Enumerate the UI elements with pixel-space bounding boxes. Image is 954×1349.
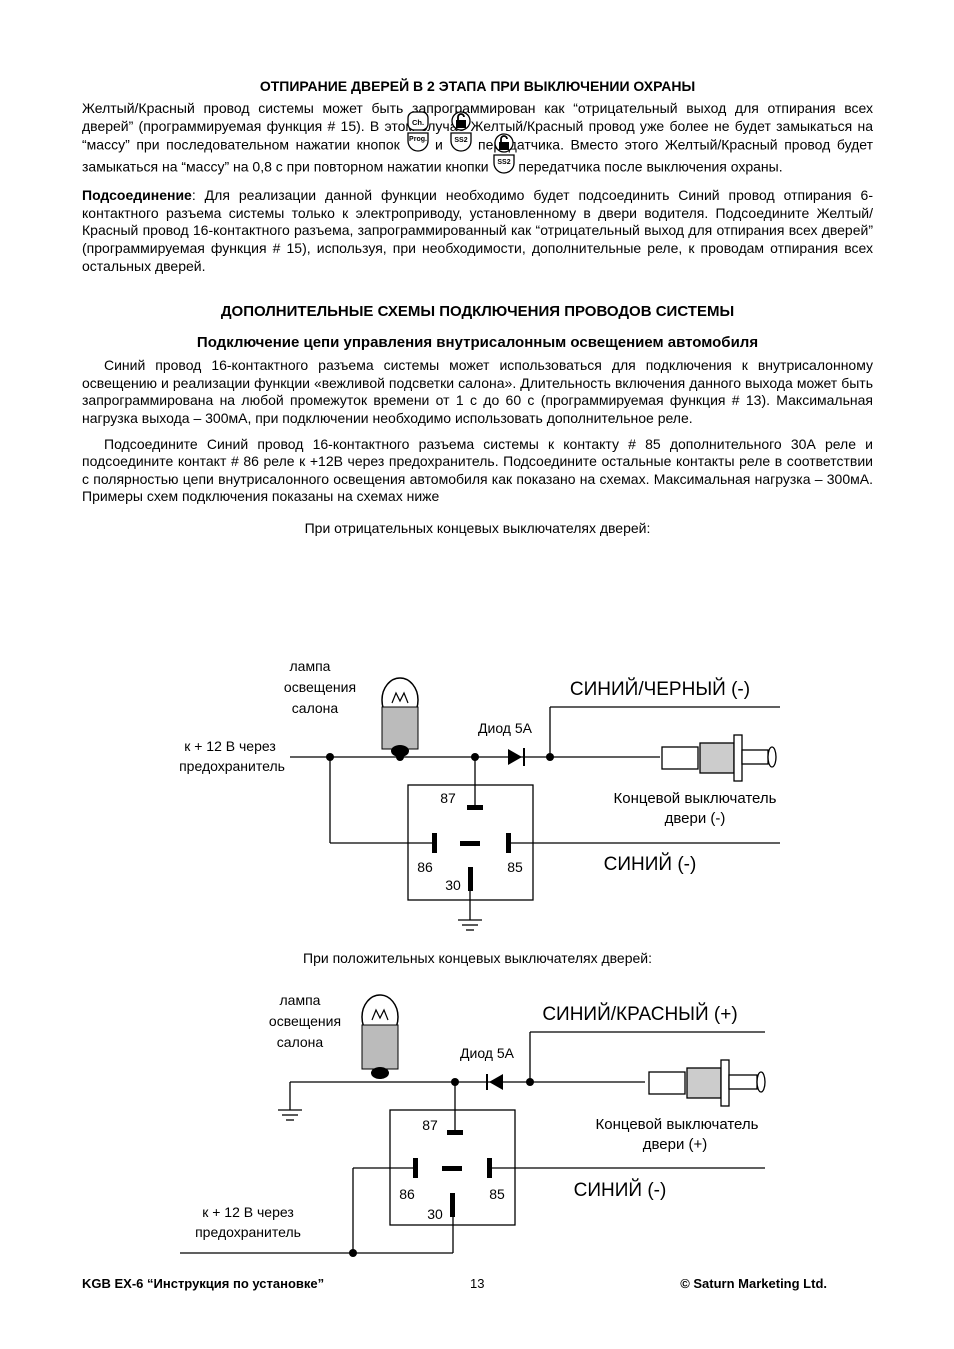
- text-fragment: передатчика. Вместо этого Желтый/Красный…: [82, 136, 874, 175]
- lamp-icon: [361, 994, 399, 1079]
- pin-30: 30: [427, 1206, 443, 1222]
- ch-label: Ch.: [412, 118, 424, 127]
- footer-copyright: © Saturn Marketing Ltd.: [680, 1276, 827, 1291]
- ch-prog-button-icon: Ch. Prog.: [407, 111, 430, 157]
- positive-switch-diagram: лампа освещения салона Диод 5А СИНИЙ/КРА…: [180, 992, 766, 1257]
- diagram1-caption: При отрицательных концевых выключателях …: [304, 519, 651, 536]
- pin-85: 85: [507, 859, 523, 875]
- lamp-label-2: освещения: [269, 1013, 341, 1029]
- connection-label: Подсоединение: [82, 187, 192, 204]
- pin-30: 30: [445, 877, 461, 893]
- section-title-two-stage-unlock: ОТПИРАНИЕ ДВЕРЕЙ В 2 ЭТАПА ПРИ ВЫКЛЮЧЕНИ…: [259, 78, 696, 94]
- text-fragment: Желтый/Красный провод системы может быть…: [82, 100, 873, 153]
- door-switch-icon: [648, 1059, 766, 1107]
- power-label-2: предохранитель: [195, 1224, 301, 1240]
- door-switch-icon: [661, 734, 777, 782]
- power-label-1: к + 12 В через: [184, 738, 276, 754]
- diode-icon: [486, 1074, 503, 1090]
- lamp-label-3: салона: [277, 1034, 324, 1050]
- switch-label-1: Концевой выключатель: [614, 790, 777, 807]
- lamp-icon: [381, 677, 419, 757]
- power-label-2: предохранитель: [179, 758, 285, 774]
- ss2-label: SS2: [455, 137, 468, 144]
- lamp-label-3: салона: [292, 700, 339, 716]
- negative-switch-diagram: лампа освещения салона к + 12 В через пр…: [179, 658, 780, 931]
- ground-icon: [278, 1109, 302, 1121]
- paragraph-relay-connection: Подсоедините Синий провод 16-контактного…: [82, 435, 873, 505]
- ss2-label: SS2: [498, 159, 511, 166]
- section-title-additional-schemes: ДОПОЛНИТЕЛЬНЫЕ СХЕМЫ ПОДКЛЮЧЕНИЯ ПРОВОДО…: [220, 303, 735, 321]
- switch-label-1: Концевой выключатель: [596, 1116, 759, 1133]
- lamp-label-1: лампа: [290, 658, 331, 674]
- lock-ss2-button-icon: SS2: [450, 111, 473, 157]
- lamp-label-2: освещения: [284, 679, 356, 695]
- footer-page-number: 13: [470, 1276, 485, 1291]
- diode-icon: [508, 748, 525, 766]
- ground-icon: [458, 919, 482, 931]
- footer-document-title: KGB EX-6 “Инструкция по установке”: [82, 1276, 325, 1291]
- diagram2-caption: При положительных концевых выключателях …: [303, 950, 652, 966]
- text-fragment-and: и: [435, 136, 443, 153]
- diode-label: Диод 5А: [478, 720, 533, 736]
- wire-label-blue-black: СИНИЙ/ЧЕРНЫЙ (-): [570, 678, 750, 700]
- paragraph-connection: Подсоединение: Для реализации данной фун…: [82, 187, 873, 275]
- pin-86: 86: [417, 859, 433, 875]
- power-label-1: к + 12 В через: [202, 1204, 294, 1220]
- connection-text: : Для реализации данной функции необходи…: [82, 187, 873, 274]
- lock-ss2-button-icon: SS2: [493, 133, 516, 179]
- page-content: ОТПИРАНИЕ ДВЕРЕЙ В 2 ЭТАПА ПРИ ВЫКЛЮЧЕНИ…: [82, 78, 873, 538]
- switch-label-2: двери (-): [665, 810, 726, 827]
- subsection-title-interior-light: Подключение цепи управления внутрисалонн…: [196, 334, 759, 352]
- pin-86: 86: [399, 1186, 415, 1202]
- lamp-label-1: лампа: [280, 992, 321, 1008]
- pin-85: 85: [489, 1186, 505, 1202]
- paragraph-blue-wire: Синий провод 16-контактного разъема сист…: [82, 357, 873, 426]
- wire-label-blue: СИНИЙ (-): [574, 1179, 667, 1201]
- pin-87: 87: [422, 1117, 438, 1133]
- text-fragment: передатчика после выключения охраны.: [518, 158, 783, 175]
- switch-label-2: двери (+): [643, 1136, 708, 1153]
- paragraph-two-stage-unlock: Желтый/Красный провод системы может быть…: [82, 100, 873, 179]
- wire-label-blue: СИНИЙ (-): [604, 853, 697, 875]
- prog-label: Prog.: [409, 136, 427, 143]
- wire-label-blue-red: СИНИЙ/КРАСНЫЙ (+): [542, 1003, 737, 1025]
- pin-87: 87: [440, 790, 456, 806]
- diode-label: Диод 5А: [460, 1045, 515, 1061]
